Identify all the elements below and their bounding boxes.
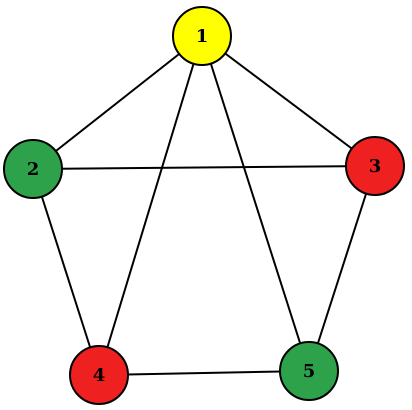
node-2: 2 — [3, 139, 63, 199]
node-2-label: 2 — [27, 159, 40, 180]
node-3: 3 — [345, 136, 405, 196]
edge-1-3 — [201, 35, 376, 167]
node-4-circle — [69, 345, 129, 405]
edge-1-4 — [98, 35, 203, 376]
edges-layer — [32, 35, 376, 376]
node-5: 5 — [279, 341, 339, 401]
node-4: 4 — [69, 345, 129, 405]
edge-3-5 — [308, 165, 376, 372]
edge-2-4 — [32, 168, 100, 376]
node-5-label: 5 — [303, 361, 316, 382]
edge-4-5 — [98, 370, 310, 376]
node-1-label: 1 — [196, 26, 209, 47]
node-1: 1 — [172, 6, 232, 66]
node-1-circle — [172, 6, 232, 66]
node-5-circle — [279, 341, 339, 401]
edge-1-5 — [201, 35, 310, 372]
edge-1-2 — [32, 35, 203, 170]
node-2-circle — [3, 139, 63, 199]
edge-2-3 — [32, 165, 376, 170]
node-3-circle — [345, 136, 405, 196]
node-4-label: 4 — [93, 365, 106, 386]
node-3-label: 3 — [369, 156, 382, 177]
